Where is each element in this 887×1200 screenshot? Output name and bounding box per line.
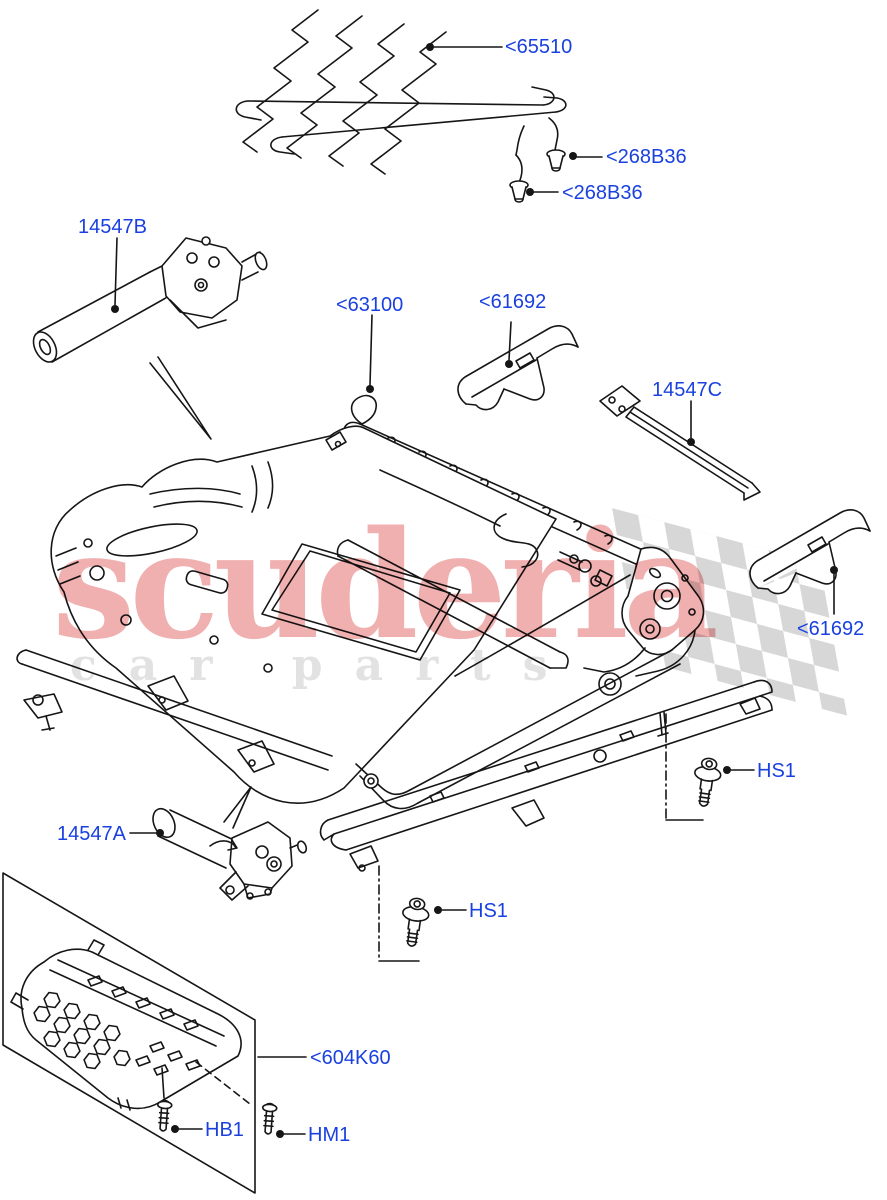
label-hs1-lower: HS1 bbox=[469, 900, 508, 922]
label-14547b: 14547B bbox=[78, 216, 147, 238]
screw-hs1-right bbox=[689, 755, 724, 809]
label-65510: <65510 bbox=[505, 36, 573, 58]
cover-61692-left bbox=[457, 325, 579, 411]
label-14547a: 14547A bbox=[57, 823, 126, 845]
drive-cable-14547c bbox=[599, 385, 761, 501]
label-63100: <63100 bbox=[336, 294, 404, 316]
assembly-arrow-upper bbox=[149, 356, 212, 440]
screw-hs1-lower bbox=[397, 895, 432, 949]
label-268b36-lower: <268B36 bbox=[562, 182, 643, 204]
hm1-leader-dashed bbox=[195, 1061, 251, 1105]
frame-63100 bbox=[16, 394, 773, 872]
motor-14547a bbox=[152, 807, 308, 901]
module-box bbox=[2, 872, 256, 1194]
label-14547c: 14547C bbox=[652, 379, 723, 401]
label-268b36-upper: <268B36 bbox=[606, 146, 687, 168]
motor-14547b bbox=[32, 236, 268, 363]
label-hs1-right: HS1 bbox=[757, 760, 796, 782]
screw-hb1 bbox=[155, 1099, 173, 1133]
cover-61692-right bbox=[749, 509, 871, 595]
label-61692-left: <61692 bbox=[479, 291, 547, 313]
label-61692-right: <61692 bbox=[797, 618, 865, 640]
screw-hm1 bbox=[260, 1102, 278, 1136]
wire-mat-65510 bbox=[235, 9, 567, 184]
clip-268b36-lower bbox=[509, 180, 529, 203]
label-604k60: <604K60 bbox=[310, 1047, 391, 1069]
module-plate-604k60 bbox=[10, 939, 242, 1111]
assembly-arrow-lower bbox=[223, 786, 252, 829]
clip-268b36-upper bbox=[546, 149, 566, 172]
leader-dots bbox=[111, 43, 838, 1138]
label-hm1: HM1 bbox=[308, 1124, 351, 1146]
leader-lines bbox=[114, 46, 835, 1135]
label-hb1: HB1 bbox=[205, 1119, 244, 1141]
